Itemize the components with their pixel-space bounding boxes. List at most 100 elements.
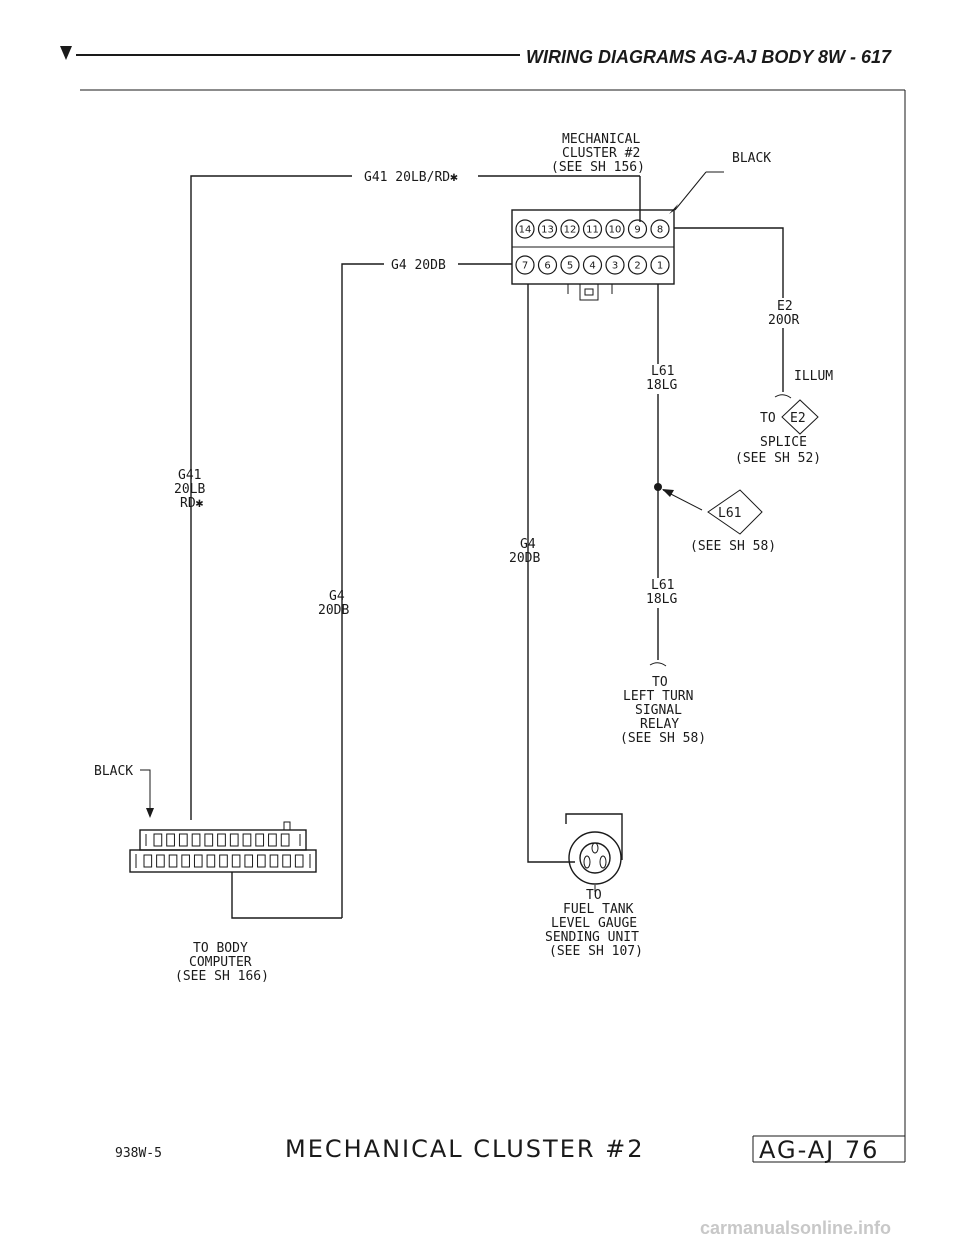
wire-g4-left1: G4 (329, 589, 345, 604)
fuel-gauge-l2: FUEL TANK (563, 902, 634, 917)
connector-pin (582, 255, 603, 275)
splice-to: TO (760, 411, 776, 426)
fuel-gauge-connector (565, 813, 623, 885)
fuel-gauge-l4: SENDING UNIT (545, 930, 639, 945)
wire-g4-top-label: G4 20DB (391, 258, 446, 273)
connector-pin (627, 219, 648, 239)
computer-connector-slot (153, 833, 163, 847)
computer-connector-slot (244, 854, 254, 868)
splice-dot (654, 483, 662, 491)
cluster-color: BLACK (732, 151, 771, 166)
computer-connector-slot (204, 833, 214, 847)
turn-relay-l5: (SEE SH 58) (620, 731, 706, 746)
turn-relay-l2: LEFT TURN (623, 689, 693, 704)
wire-l61-a2: 18LG (646, 378, 677, 393)
computer-connector-slot (181, 854, 190, 868)
connector-pin-label: 14 (519, 225, 532, 236)
splice-id: E2 (790, 411, 806, 426)
footer-box-label: AG-AJ 76 (759, 1136, 879, 1164)
connector-pin (605, 255, 625, 275)
wire-illum: ILLUM (794, 369, 833, 384)
connector-pin-label: 13 (541, 225, 554, 236)
connector-pin-label: 8 (657, 225, 663, 236)
splice-label: SPLICE (760, 435, 807, 450)
computer-connector-slot (191, 833, 201, 847)
wire-e2-1: E2 (777, 299, 793, 314)
connector-pin-label: 3 (612, 261, 618, 272)
watermark: carmanualsonline.info (700, 1218, 891, 1238)
footer-title: MECHANICAL CLUSTER #2 (285, 1135, 645, 1163)
computer-connector-slot (282, 854, 291, 868)
cluster-connector (511, 209, 675, 301)
header-page: 8W - 617 (818, 47, 892, 67)
computer-connector-slot (217, 833, 226, 847)
computer-connector-slot (193, 854, 203, 868)
footer-box: AG-AJ 76 (752, 1135, 905, 1164)
computer-connector-slot (231, 854, 241, 868)
cluster-name: MECHANICAL (562, 132, 640, 147)
wire-e2-2: 20OR (768, 313, 799, 328)
wire-g41-v1: G41 (178, 468, 201, 483)
connector-pin-label: 4 (589, 261, 595, 272)
computer-connector-slot (229, 833, 239, 847)
body-computer-l3: (SEE SH 166) (175, 969, 269, 984)
connector-pin (537, 255, 558, 275)
connector-pin (582, 219, 603, 239)
fuel-gauge-l3: LEVEL GAUGE (551, 916, 637, 931)
l61-connector-id: L61 (718, 506, 741, 521)
wire-l61-a1: L61 (651, 364, 674, 379)
wire-g4-mid1: G4 (520, 537, 536, 552)
wire-g41-v2: 20LB (174, 482, 205, 497)
connector-pin (650, 255, 670, 275)
computer-connector-slot (255, 833, 265, 847)
connector-pin-label: 1 (657, 261, 663, 272)
computer-connector-slot (206, 854, 216, 868)
computer-connector-slot (178, 833, 188, 847)
connector-pin-label: 5 (567, 261, 573, 272)
computer-connector-slot (280, 833, 290, 847)
connector-pin (560, 219, 580, 239)
body-computer-connector (129, 821, 317, 873)
turn-relay-l3: SIGNAL (635, 703, 682, 718)
cluster-ref: (SEE SH 156) (551, 160, 645, 175)
turn-relay-l1: TO (652, 675, 668, 690)
header-arrow-icon (60, 46, 72, 60)
wire-g4-mid2: 20DB (509, 551, 540, 566)
computer-connector-slot (268, 833, 277, 847)
cluster-name2: CLUSTER #2 (562, 146, 640, 161)
connector-pin-label: 12 (564, 225, 577, 236)
connector-pin-label: 10 (609, 225, 622, 236)
connector-pin (605, 219, 625, 239)
connector-pin (560, 255, 580, 275)
computer-connector-slot (156, 854, 165, 868)
computer-connector-slot (219, 854, 228, 868)
connector-pin (627, 255, 648, 275)
fuel-gauge-l5: (SEE SH 107) (549, 944, 643, 959)
computer-connector-slot (269, 854, 279, 868)
computer-connector-slot (143, 854, 153, 868)
wire-l61-b2: 18LG (646, 592, 677, 607)
connector-pin (650, 219, 670, 239)
connector-pin-label: 6 (544, 261, 550, 272)
connector-pin-label: 7 (522, 261, 528, 272)
computer-connector-slot (166, 833, 175, 847)
connector-pin (515, 219, 535, 239)
page-header: WIRING DIAGRAMS AG-AJ BODY 8W - 617 (60, 46, 892, 67)
splice-ref: (SEE SH 52) (735, 451, 821, 466)
computer-connector-slot (168, 854, 178, 868)
footer-code: 938W-5 (115, 1146, 162, 1161)
header-title: WIRING DIAGRAMS AG-AJ BODY (526, 47, 815, 67)
computer-connector-slot (294, 854, 304, 868)
connector-pin (537, 219, 558, 239)
turn-relay-l4: RELAY (640, 717, 679, 732)
computer-connector-slot (242, 833, 252, 847)
body-computer-l2: COMPUTER (189, 955, 252, 970)
connector-pin-label: 11 (586, 225, 599, 236)
connector-pin-label: 2 (634, 261, 640, 272)
body-computer-color: BLACK (94, 764, 133, 779)
body-computer-l1: TO BODY (193, 941, 248, 956)
connector-pin-label: 9 (634, 225, 640, 236)
connector-pin (515, 255, 535, 275)
wire-g41-v3: RD✱ (180, 496, 204, 511)
